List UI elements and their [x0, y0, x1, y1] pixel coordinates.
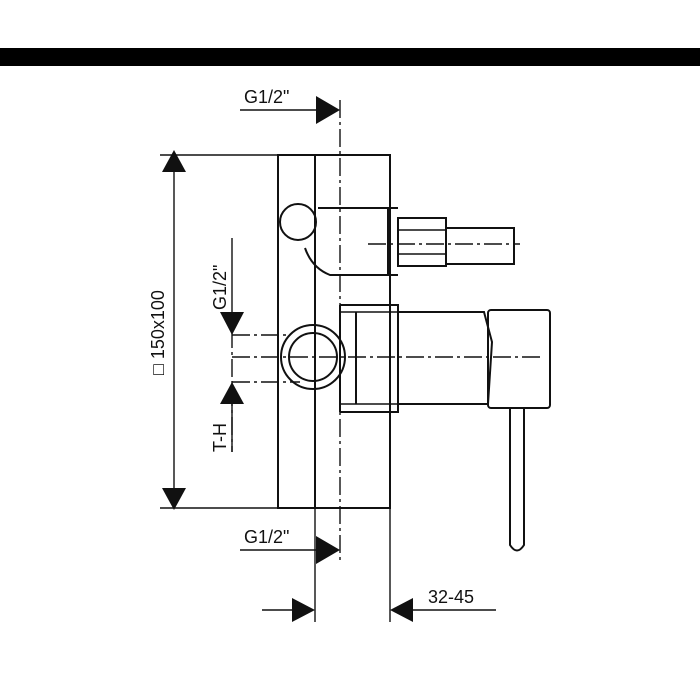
label-depth-range: 32-45 [428, 587, 474, 607]
label-outlet-left: G1/2" [210, 265, 230, 310]
cartridge-housing [340, 304, 399, 413]
dim-inlet-top: G1/2" [240, 87, 340, 124]
handle-neck [398, 311, 494, 405]
dim-plate-size: □ 150x100 [148, 150, 278, 510]
diverter-cap [445, 227, 515, 265]
diverter-stem [397, 217, 447, 267]
label-inlet-bottom: G1/2" [244, 527, 289, 547]
handle-hub [487, 309, 551, 409]
label-inlet-top: G1/2" [244, 87, 289, 107]
upper-port [279, 203, 317, 241]
dim-outlet-marker: T-H [210, 382, 244, 452]
top-band [0, 48, 700, 66]
cover-plate [277, 154, 391, 509]
label-plate-size: □ 150x100 [148, 290, 168, 375]
dim-depth-range: 32-45 [262, 508, 496, 622]
valve-body [277, 154, 551, 552]
diverter-housing [304, 207, 389, 276]
dim-inlet-bottom: G1/2" [240, 527, 340, 564]
dim-outlet-left: G1/2" [210, 238, 244, 335]
label-outlet-marker: T-H [210, 423, 230, 452]
lower-port-outer [280, 324, 346, 390]
handle-lever [509, 408, 525, 552]
